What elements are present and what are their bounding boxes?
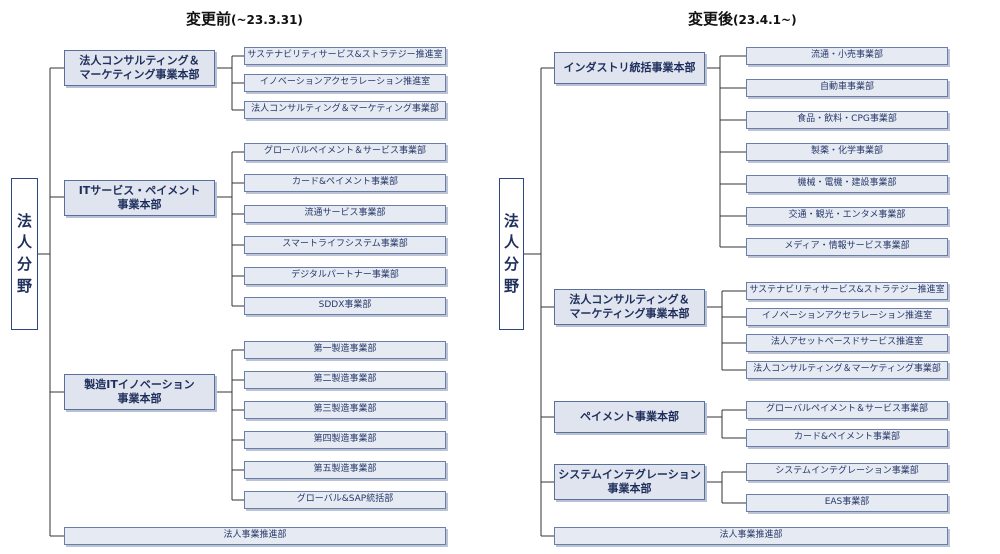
after-title-sub: (23.4.1~) — [733, 13, 797, 27]
before-dept: 第五製造事業部 — [244, 461, 446, 479]
after-dept: 流通・小売事業部 — [746, 47, 948, 65]
after-root-char: 分 — [503, 255, 519, 273]
after-dept: 製薬・化学事業部 — [746, 143, 948, 161]
after-title-main: 変更後 — [688, 10, 734, 28]
before-dept: デジタルパートナー事業部 — [244, 267, 446, 285]
before-dept: 法人コンサルティング＆マーケティング事業部 — [244, 101, 446, 119]
after-dept: 食品・飲料・CPG事業部 — [746, 111, 948, 129]
before-dept: イノベーションアクセラレーション推進室 — [244, 74, 446, 92]
before-root-char: 人 — [16, 233, 32, 252]
after-dept: グローバルペイメント＆サービス事業部 — [746, 401, 948, 419]
after-dept: 法人コンサルティング＆マーケティング事業部 — [746, 361, 948, 379]
before-root-char: 野 — [16, 276, 32, 295]
after-hq-industry: インダストリ統括事業本部 — [554, 52, 705, 84]
after-hq-payment: ペイメント事業本部 — [554, 401, 705, 433]
after-promo-dept: 法人事業推進部 — [554, 527, 948, 545]
before-dept: スマートライフシステム事業部 — [244, 236, 446, 254]
after-root-char: 野 — [503, 276, 519, 295]
before-dept: サステナビリティサービス&ストラテジー推進室 — [244, 47, 446, 65]
before-dept: カード&ペイメント事業部 — [244, 174, 446, 192]
after-dept: システムインテグレーション事業部 — [746, 463, 948, 481]
after-hq-consulting: 法人コンサルティング＆ マーケティング事業本部 — [554, 289, 705, 325]
after-dept: 自動車事業部 — [746, 79, 948, 97]
after-dept: メディア・情報サービス事業部 — [746, 238, 948, 256]
before-dept: 第二製造事業部 — [244, 371, 446, 389]
before-dept: グローバル&SAP統括部 — [244, 491, 446, 509]
before-dept: グローバルペイメント＆サービス事業部 — [244, 143, 446, 161]
before-title-main: 変更前 — [186, 10, 232, 28]
before-dept: 第三製造事業部 — [244, 401, 446, 419]
before-promo-dept: 法人事業推進部 — [64, 527, 446, 545]
after-dept: イノベーションアクセラレーション推進室 — [746, 308, 948, 326]
after-hq-system-integration: システムインテグレーション 事業本部 — [554, 464, 705, 500]
after-dept: 法人アセットベースドサービス推進室 — [746, 334, 948, 352]
after-title: 変更後(23.4.1~) — [688, 8, 797, 29]
before-dept: 第一製造事業部 — [244, 341, 446, 359]
after-dept: 交通・観光・エンタメ事業部 — [746, 207, 948, 225]
before-title: 変更前(~23.3.31) — [186, 8, 303, 29]
before-hq-manufacturing: 製造ITイノベーション 事業本部 — [64, 374, 215, 410]
after-root-char: 法 — [503, 211, 519, 230]
before-dept: 第四製造事業部 — [244, 431, 446, 449]
after-dept: 機械・電機・建設事業部 — [746, 175, 948, 193]
after-root-char: 人 — [503, 233, 519, 252]
before-dept: 流通サービス事業部 — [244, 205, 446, 223]
after-root-box: 法 人 分 野 — [499, 178, 524, 330]
before-root-box: 法 人 分 野 — [11, 178, 38, 330]
before-root-char: 分 — [16, 255, 32, 273]
after-dept: カード&ペイメント事業部 — [746, 429, 948, 447]
before-dept: SDDX事業部 — [244, 297, 446, 315]
after-dept: サステナビリティサービス&ストラテジー推進室 — [746, 282, 948, 300]
before-hq-it-payment: ITサービス・ペイメント 事業本部 — [64, 180, 215, 216]
before-root-char: 法 — [16, 211, 32, 230]
before-title-sub: (~23.3.31) — [231, 13, 303, 27]
after-dept: EAS事業部 — [746, 494, 948, 512]
before-hq-consulting: 法人コンサルティング＆ マーケティング事業本部 — [64, 50, 215, 86]
